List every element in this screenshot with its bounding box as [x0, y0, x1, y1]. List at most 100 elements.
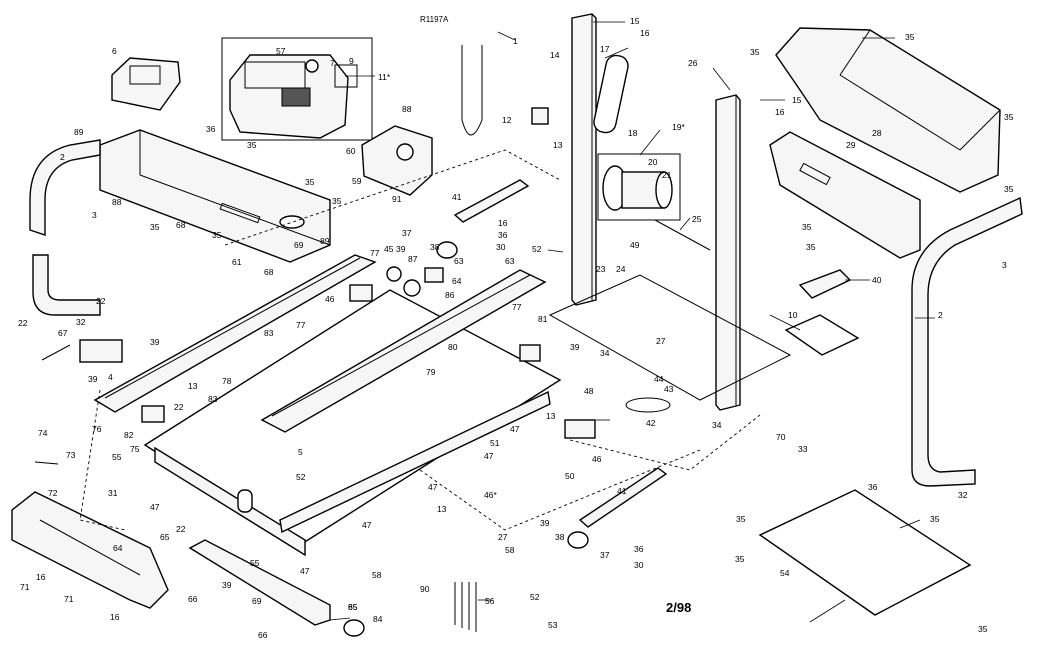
callout-14: 14: [550, 50, 560, 60]
callout-32a: 32: [76, 317, 86, 327]
callout-79: 79: [426, 367, 436, 377]
callout-16b: 16: [775, 107, 785, 117]
left-side-rail: [93, 254, 377, 413]
callout-66a: 66: [188, 594, 198, 604]
beam-slot: [219, 202, 261, 224]
callout-63a: 63: [454, 256, 464, 266]
end-cap-line: [39, 519, 141, 576]
callout-47e: 47: [300, 566, 310, 576]
hood-28: [775, 27, 1001, 193]
page-number: 2/98: [666, 600, 691, 615]
callout-16c: 16: [498, 218, 508, 228]
callout-69b: 69: [294, 240, 304, 250]
callout-36d: 36: [634, 544, 644, 554]
frame-bar-51: [279, 390, 551, 534]
rail-channel-2: [271, 274, 531, 417]
console-assembly: [111, 37, 433, 196]
console-knob: [305, 59, 319, 73]
callout-27a: 27: [656, 336, 666, 346]
callout-41b: 41: [617, 486, 627, 496]
pulley-87: [403, 279, 421, 297]
callout-41a: 41: [452, 192, 462, 202]
callout-11: 11*: [378, 72, 391, 82]
callout-73: 73: [66, 450, 76, 460]
callout-16a: 16: [640, 28, 650, 38]
callout-39f: 39: [222, 580, 232, 590]
callout-5: 5: [298, 447, 303, 457]
callout-37b: 37: [600, 550, 610, 560]
beam-cup: [279, 215, 305, 229]
right-handrail: [911, 196, 1023, 487]
callout-84: 84: [373, 614, 383, 624]
callout-50: 50: [565, 471, 575, 481]
motor-hood: [769, 27, 1001, 259]
callout-51: 51: [490, 438, 500, 448]
callout-13b: 13: [188, 381, 198, 391]
callout-46a: 46: [325, 294, 335, 304]
callout-30b: 30: [634, 560, 644, 570]
callout-12: 12: [502, 115, 512, 125]
callout-64a: 64: [452, 276, 462, 286]
callout-33: 33: [798, 444, 808, 454]
drive-belt-17: [593, 54, 629, 134]
callout-31: 31: [108, 488, 118, 498]
callout-39d: 39: [570, 342, 580, 352]
callout-63b: 63: [505, 256, 515, 266]
base-frame: [548, 274, 792, 401]
callout-35m: 35: [930, 514, 940, 524]
motor-inset-frame: [597, 153, 681, 221]
callout-21: 21: [662, 170, 672, 180]
motor-inset: [597, 153, 681, 221]
hood-edge-3: [959, 109, 1001, 151]
callout-18: 18: [628, 128, 638, 138]
callout-17: 17: [600, 44, 610, 54]
callout-52a: 52: [532, 244, 542, 254]
callout-29: 29: [846, 140, 856, 150]
callout-36c: 36: [868, 482, 878, 492]
callout-36b: 36: [498, 230, 508, 240]
callout-labels: R1197A 1 2 2 3 3 4 5 6 7 9 10 11* 12 13 …: [18, 15, 1014, 640]
console-inset-frame: [221, 37, 373, 141]
callout-35j: 35: [802, 222, 812, 232]
callout-35f: 35: [750, 47, 760, 57]
callout-85: 85: [348, 602, 358, 612]
callout-34b: 34: [712, 420, 722, 430]
bracket-4: [79, 339, 123, 363]
reference-code: R1197A: [420, 15, 449, 24]
plate-63: [424, 267, 444, 283]
callout-61: 61: [232, 257, 242, 267]
lower-frame-left: [154, 446, 306, 557]
callout-24: 24: [616, 264, 626, 274]
left-handrail: [29, 139, 101, 236]
callout-35e: 35: [212, 230, 222, 240]
bracket-40: [798, 269, 852, 299]
callout-91: 91: [392, 194, 402, 204]
callout-83a: 83: [208, 394, 218, 404]
callout-38a: 38: [430, 242, 440, 252]
callout-65b: 65: [348, 602, 358, 612]
callout-9: 9: [349, 56, 354, 66]
left-handrail-lower: [32, 254, 101, 316]
callout-22b: 22: [96, 296, 106, 306]
callout-15b: 15: [792, 95, 802, 105]
callout-15a: 15: [630, 16, 640, 26]
callout-42: 42: [646, 418, 656, 428]
callout-57: 57: [276, 46, 286, 56]
callout-35d: 35: [332, 196, 342, 206]
callout-7: 7: [330, 58, 335, 68]
callout-47a: 47: [510, 424, 520, 434]
callout-22a: 22: [18, 318, 28, 328]
callout-75: 75: [130, 444, 140, 454]
callout-82: 82: [124, 430, 134, 440]
wheel-39: [436, 241, 458, 259]
callout-13c: 13: [546, 411, 556, 421]
belt-loop-1: [461, 45, 483, 136]
callout-35n: 35: [735, 554, 745, 564]
roller-front: [237, 489, 253, 513]
callout-19: 19*: [672, 122, 685, 132]
callout-80: 80: [448, 342, 458, 352]
bracket-45: [519, 344, 541, 362]
callout-28: 28: [872, 128, 882, 138]
callout-71a: 71: [20, 582, 30, 592]
